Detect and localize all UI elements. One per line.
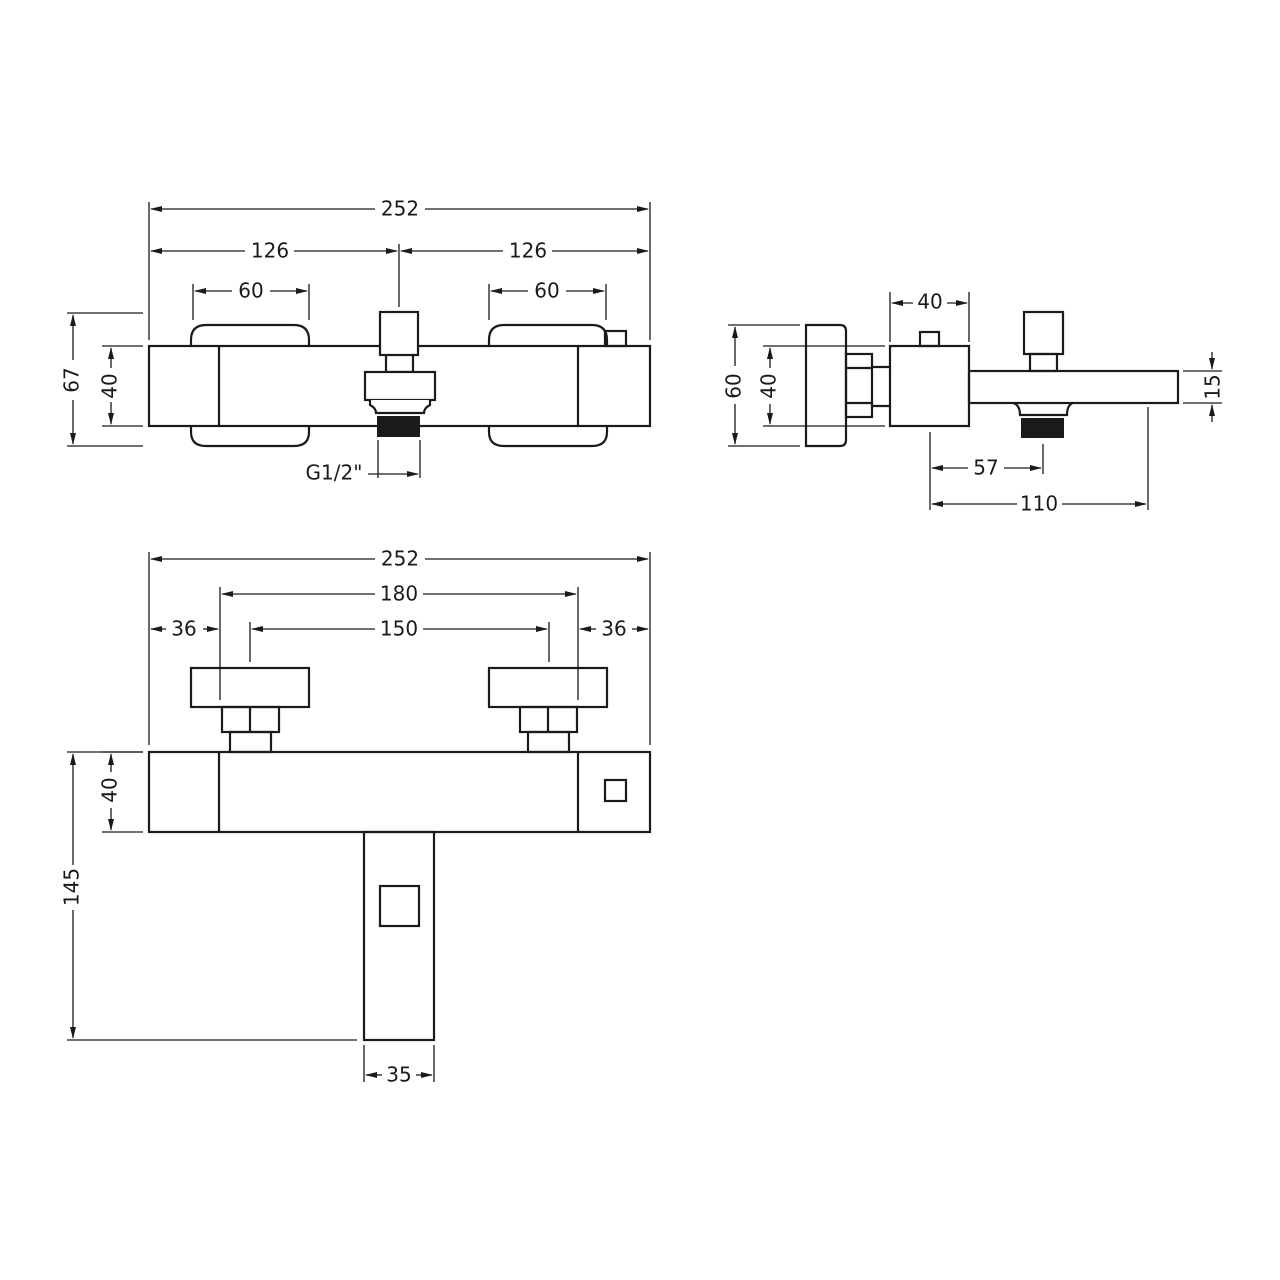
- dim-plate-height: 60: [722, 373, 746, 398]
- top-handle-right: [487, 666, 609, 709]
- side-thread-icon: [1021, 418, 1064, 438]
- handle-left-bottom: [189, 426, 311, 448]
- top-spout: [362, 830, 436, 1042]
- dim-side-body-height: 40: [757, 373, 781, 398]
- top-handle-left: [189, 666, 311, 709]
- spout: [967, 369, 1180, 405]
- dim-body-height: 40: [98, 373, 122, 398]
- button: [603, 329, 628, 348]
- dim-edge-right: 36: [601, 617, 626, 641]
- top-view: 252 180 150 36 36 40 145 35: [60, 547, 652, 1087]
- dim-overall-height: 67: [60, 367, 84, 392]
- dim-total-depth: 145: [60, 868, 84, 906]
- dim-handle-left: 60: [238, 279, 263, 303]
- dim-body-depth: 40: [98, 777, 122, 802]
- dim-inlet-min: 150: [380, 617, 418, 641]
- dim-spout-width: 35: [386, 1063, 411, 1087]
- hex-nut: [844, 352, 874, 419]
- dim-half-left: 126: [251, 239, 289, 263]
- dim-half-right: 126: [509, 239, 547, 263]
- dim-edge-left: 36: [171, 617, 196, 641]
- dim-inlet-max: 180: [380, 582, 418, 606]
- outlet: [363, 310, 437, 437]
- handle-right-top: [487, 323, 609, 346]
- thread-icon: [377, 416, 420, 437]
- handle-left-top: [189, 323, 311, 346]
- dim-outlet-offset: 57: [973, 456, 998, 480]
- side-view: 40 60 40 15 57 110: [722, 290, 1225, 516]
- wall-plate: [804, 323, 848, 448]
- dim-top-overall-width: 252: [381, 547, 419, 571]
- dim-thread: G1/2": [306, 461, 363, 485]
- handle-right-bottom: [487, 426, 609, 448]
- dim-spout-height: 15: [1201, 374, 1225, 399]
- dim-overall-width: 252: [381, 197, 419, 221]
- dim-spout-projection: 110: [1020, 492, 1058, 516]
- dim-side-body-width: 40: [917, 290, 942, 314]
- front-view: 252 126 126 60 60 67 40 G1/2": [60, 197, 652, 485]
- top-body: [147, 750, 652, 834]
- dim-handle-right: 60: [534, 279, 559, 303]
- side-body: [888, 344, 971, 428]
